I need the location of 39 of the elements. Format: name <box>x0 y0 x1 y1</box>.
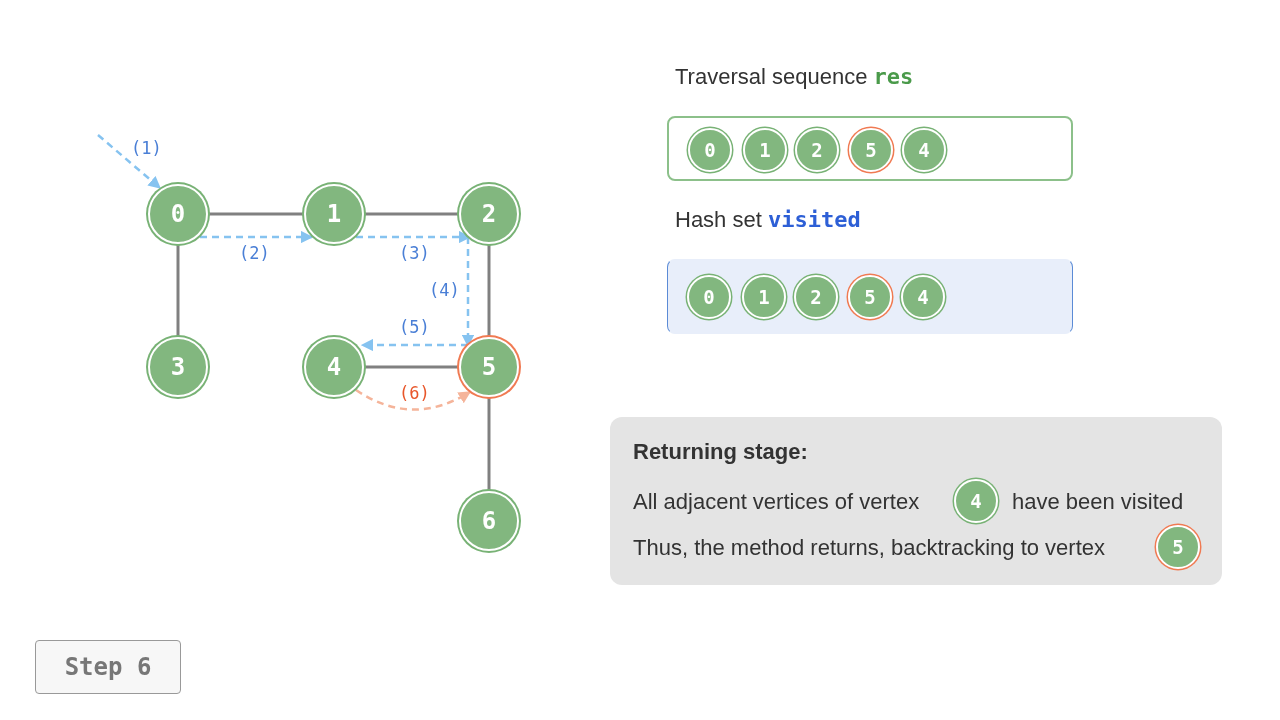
panel-text: have been visited <box>1012 489 1184 515</box>
panel-heading: Returning stage: <box>633 439 808 465</box>
graph-edge <box>176 244 180 337</box>
vertex-circle: 2 <box>795 128 839 172</box>
graph-edge <box>487 397 491 491</box>
step-badge: Step 6 <box>35 640 181 694</box>
dashed-arrow <box>360 338 468 352</box>
vertex-circle: 1 <box>742 275 786 319</box>
dashed-arrow <box>97 134 161 189</box>
vertex-circle: 4 <box>954 479 998 523</box>
sequence-box <box>667 116 1073 181</box>
vertex-circle: 0 <box>148 184 208 244</box>
panel-text: All adjacent vertices of vertex <box>633 489 920 515</box>
graph-edge <box>208 212 304 216</box>
vertex-circle: 6 <box>459 491 519 551</box>
note-panel <box>610 417 1222 585</box>
box-heading: Hash set visited <box>675 207 861 233</box>
dashed-arrow <box>200 230 314 244</box>
highlighted-vertex-circle: 5 <box>848 275 892 319</box>
vertex-circle: 4 <box>901 275 945 319</box>
graph-edge <box>487 244 491 337</box>
vertex-circle: 0 <box>688 128 732 172</box>
panel-text: Thus, the method returns, backtracking to vertex <box>633 535 1105 561</box>
vertex-circle: 3 <box>148 337 208 397</box>
graph-edge <box>364 365 459 369</box>
vertex-circle: 4 <box>304 337 364 397</box>
box-heading: Traversal sequence res <box>675 64 914 90</box>
vertex-circle: 1 <box>304 184 364 244</box>
dashed-arrow <box>355 388 472 411</box>
set-box <box>667 259 1073 334</box>
highlighted-vertex-circle: 5 <box>1156 525 1200 569</box>
vertex-circle: 4 <box>902 128 946 172</box>
highlighted-vertex-circle: 5 <box>459 337 519 397</box>
vertex-circle: 1 <box>743 128 787 172</box>
vertex-circle: 2 <box>459 184 519 244</box>
graph-edge <box>364 212 459 216</box>
vertex-circle: 2 <box>794 275 838 319</box>
highlighted-vertex-circle: 5 <box>849 128 893 172</box>
vertex-circle: 0 <box>687 275 731 319</box>
